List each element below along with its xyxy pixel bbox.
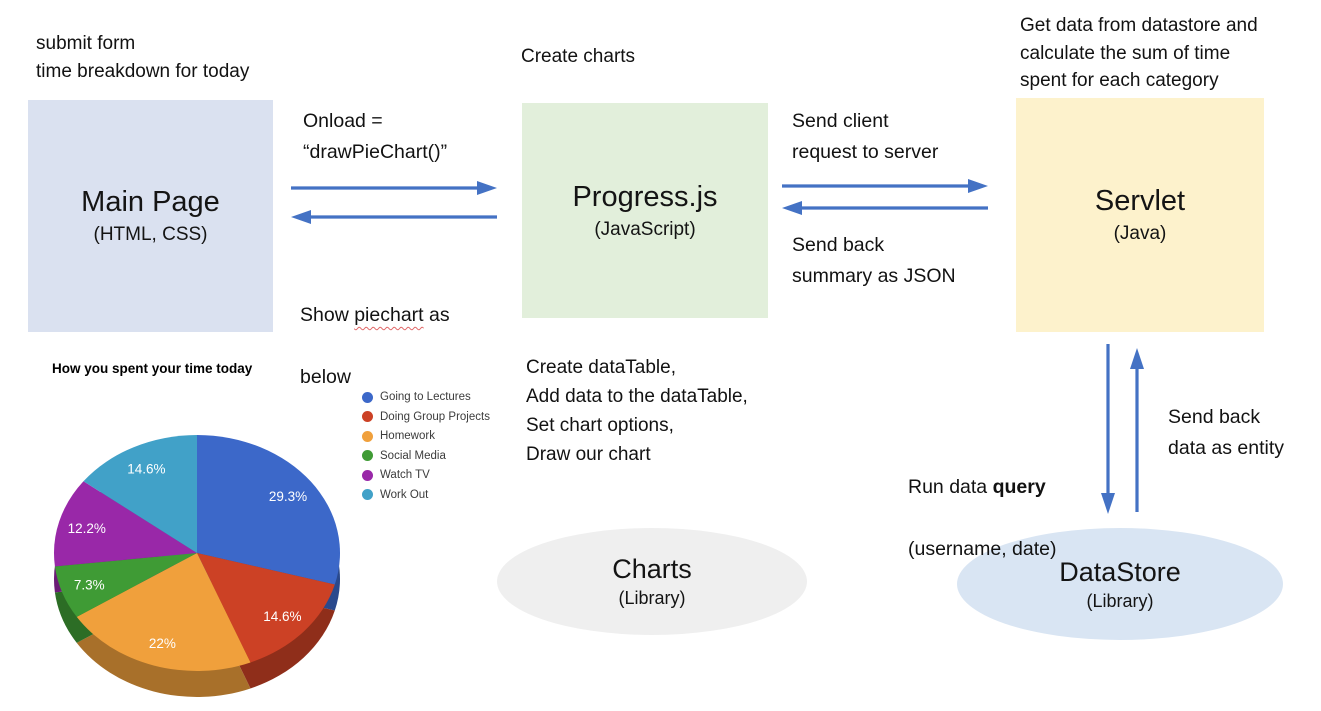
node-main-page: Main Page (HTML, CSS) [28,100,273,332]
node-charts-library: Charts (Library) [497,528,807,635]
arrow-main-to-progress [291,181,497,195]
node-datastore-title: DataStore [1059,556,1181,587]
node-datastore-library: DataStore (Library) [957,528,1283,640]
pie-slice-value-label: 14.6% [127,461,165,476]
node-main-page-title: Main Page [81,186,220,218]
node-progress-subtitle: (JavaScript) [594,218,696,240]
label-show-suffix: as [423,304,450,326]
legend-swatch-icon [362,391,373,403]
label-run-query: Run data query (username, date) [908,410,1057,596]
legend-swatch-icon [362,469,373,481]
arrow-progress-to-main [291,210,497,224]
legend-swatch-icon [362,411,373,422]
node-servlet: Servlet (Java) [1016,98,1264,332]
pie-slice [83,435,197,553]
label-run-query-line2: (username, date) [908,538,1057,560]
node-servlet-title: Servlet [1094,185,1186,217]
arrow-datastore-to-servlet [1130,348,1144,512]
label-send-client: Send client request to server [792,110,939,163]
pie-slice [197,435,341,585]
legend-swatch-icon [362,450,373,461]
label-show-prefix: Show [300,304,355,326]
pie-slice-value-label: 22% [149,636,176,651]
pie-slice-value-label: 29.3% [269,489,307,504]
legend-item: Doing Group Projects [362,411,490,423]
label-send-entity: Send back data as entity [1168,406,1284,459]
legend-item: Going to Lectures [362,391,490,403]
legend-label: Social Media [380,449,446,462]
node-charts-subtitle: (Library) [618,588,686,608]
pie-slice [54,481,197,567]
pie-chart-title: How you spent your time today [52,361,253,376]
label-run-query-bold: query [992,476,1046,498]
node-progress: Progress.js (JavaScript) [522,103,768,318]
pie-slice-value-label: 12.2% [68,521,106,536]
legend-label: Work Out [380,488,429,501]
pie-slice [76,553,251,671]
legend-swatch-icon [362,489,373,500]
node-servlet-subtitle: (Java) [1113,223,1167,244]
label-show-line2: below [300,366,351,388]
label-show-misspelled-word: piechart [354,304,424,326]
pie-chart: 29.3% 14.6% 22% 7.3% 12.2% 14.6% [54,435,341,697]
pie-slice [54,553,198,617]
arrow-servlet-to-datastore [1101,344,1115,514]
pie-slice-value-label: 14.6% [263,609,301,624]
label-run-query-prefix: Run data [908,476,993,498]
legend-swatch-icon [362,430,373,442]
label-onload: Onload = “drawPieChart()” [303,110,448,163]
note-main-page: submit form time breakdown for today [36,33,250,82]
legend-label: Homework [380,430,435,442]
legend-item: Social Media [362,450,490,462]
node-charts-title: Charts [612,554,692,584]
pie-slice [197,553,335,663]
node-datastore-subtitle: (Library) [1086,590,1154,611]
label-send-back-json: Send back summary as JSON [792,234,956,287]
legend-item: Watch TV [362,469,490,481]
legend-label: Watch TV [380,469,430,481]
legend-label: Doing Group Projects [380,410,490,423]
node-main-page-subtitle: (HTML, CSS) [93,224,208,245]
legend-item: Homework [362,430,490,442]
note-progress: Create charts [521,46,636,67]
arrow-servlet-to-progress [782,201,988,215]
arrow-progress-to-servlet [782,179,988,193]
label-show-piechart: Show piechart as below [300,238,450,424]
pie-slice-value-label: 7.3% [74,578,105,593]
legend-item: Work Out [362,489,490,501]
note-servlet: Get data from datastore and calculate th… [1020,15,1258,91]
note-progress-steps: Create dataTable, Add data to the dataTa… [526,357,748,465]
node-progress-title: Progress.js [572,180,718,213]
legend-label: Going to Lectures [380,391,471,403]
